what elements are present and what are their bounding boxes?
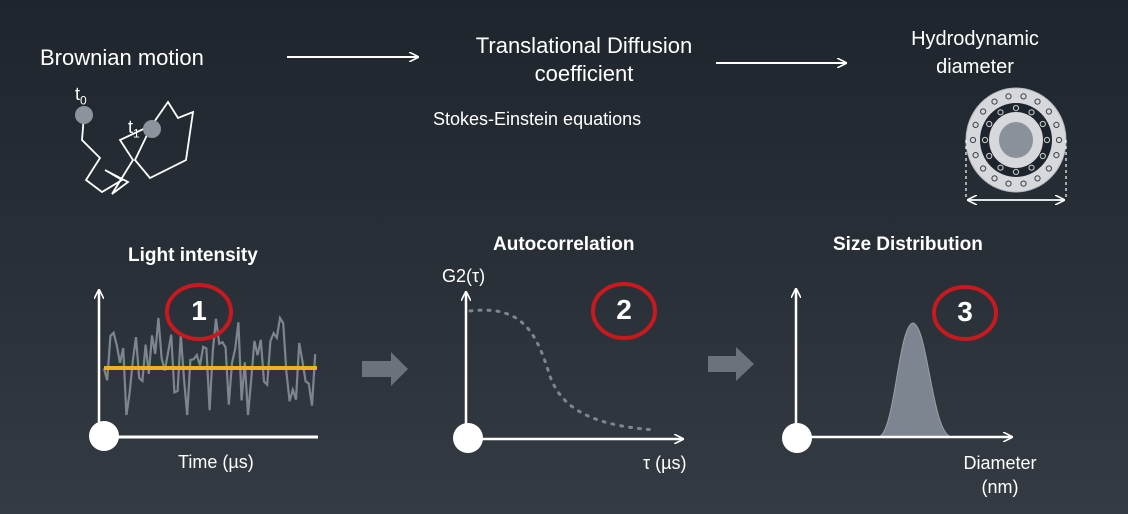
ion-dot <box>1043 136 1051 144</box>
particle-t1 <box>143 120 161 138</box>
origin-dot <box>89 421 119 451</box>
diameter-line2: (nm) <box>981 477 1019 497</box>
time-axis-label: Time (µs) <box>178 452 254 472</box>
ion-dot <box>1045 108 1053 115</box>
origin-dot <box>453 423 483 453</box>
ion-dot <box>980 165 987 172</box>
ion-dot <box>1012 168 1020 175</box>
size-distribution-panel <box>782 285 1012 453</box>
ion-dot <box>986 120 993 128</box>
ion-dot <box>1039 152 1046 160</box>
ion-dot <box>1012 105 1020 112</box>
brownian-motion-label: Brownian motion <box>40 45 204 70</box>
ion-dot <box>1039 120 1046 128</box>
t0-label: t0 <box>75 84 87 108</box>
t1-subscript: 1 <box>133 126 140 141</box>
t1-label: t1 <box>128 117 140 141</box>
ion-dot <box>1053 152 1060 159</box>
particle-t0 <box>75 106 93 124</box>
hydro-line1: Hydrodynamic <box>911 28 1039 50</box>
ion-dot <box>991 175 998 182</box>
step-circle-3 <box>932 285 998 341</box>
ion-dot <box>1020 93 1027 100</box>
ion-dot <box>1034 98 1041 105</box>
tau-axis-label: τ (µs) <box>643 453 687 473</box>
step-number-3: 3 <box>957 296 973 327</box>
autocorrelation-panel <box>453 282 683 453</box>
ion-dot <box>980 108 987 115</box>
step-circle-2 <box>591 282 657 340</box>
light-intensity-title: Light intensity <box>128 245 258 266</box>
ion-dot <box>972 152 979 159</box>
ion-dot <box>1028 164 1035 171</box>
ion-dot <box>991 98 998 105</box>
translational-diffusion-label: Translational Diffusion coefficient <box>448 32 720 88</box>
particle-icon <box>965 87 1067 193</box>
intensity-signal <box>102 314 317 416</box>
g2-axis-label: G2(τ) <box>442 266 486 286</box>
step-number-1: 1 <box>191 295 207 326</box>
step-circle-1 <box>165 283 233 341</box>
diameter-line1: Diameter <box>963 453 1037 473</box>
autocorrelation-title: Autocorrelation <box>493 234 635 255</box>
origin-dot <box>782 423 812 453</box>
ion-dot <box>981 136 989 144</box>
t0-subscript: 0 <box>80 93 87 108</box>
ion-dot <box>997 164 1004 171</box>
block-arrow-icon <box>362 352 408 386</box>
step-number-2: 2 <box>616 294 632 325</box>
size-distribution-title: Size Distribution <box>833 234 983 255</box>
ion-dot <box>1053 121 1060 129</box>
block-arrow-icon <box>708 347 754 381</box>
ion-dot <box>1045 165 1053 172</box>
hydro-line2: diameter <box>936 56 1014 78</box>
translational-line2: coefficient <box>534 61 634 86</box>
stokes-einstein-label: Stokes-Einstein equations <box>433 109 642 129</box>
ion-dot <box>1055 136 1063 144</box>
ion-dot <box>969 136 977 144</box>
t1-letter: t <box>128 117 134 137</box>
ion-dot <box>972 121 979 129</box>
translational-line1: Translational Diffusion <box>475 33 693 58</box>
ion-dot <box>1005 180 1012 187</box>
ion-dot <box>1005 93 1012 100</box>
hydrodynamic-diameter-label: Hydrodynamic diameter <box>880 25 1070 81</box>
ion-dot <box>1034 175 1041 182</box>
ion-dot <box>997 109 1004 116</box>
t0-letter: t <box>75 84 81 104</box>
size-peak <box>877 322 953 438</box>
diameter-axis-label: Diameter (nm) <box>940 451 1060 499</box>
ion-dot <box>1020 180 1027 187</box>
ion-dot <box>986 152 993 160</box>
ion-dot <box>1028 109 1035 116</box>
brownian-path <box>81 100 195 195</box>
light-intensity-panel <box>89 283 318 451</box>
